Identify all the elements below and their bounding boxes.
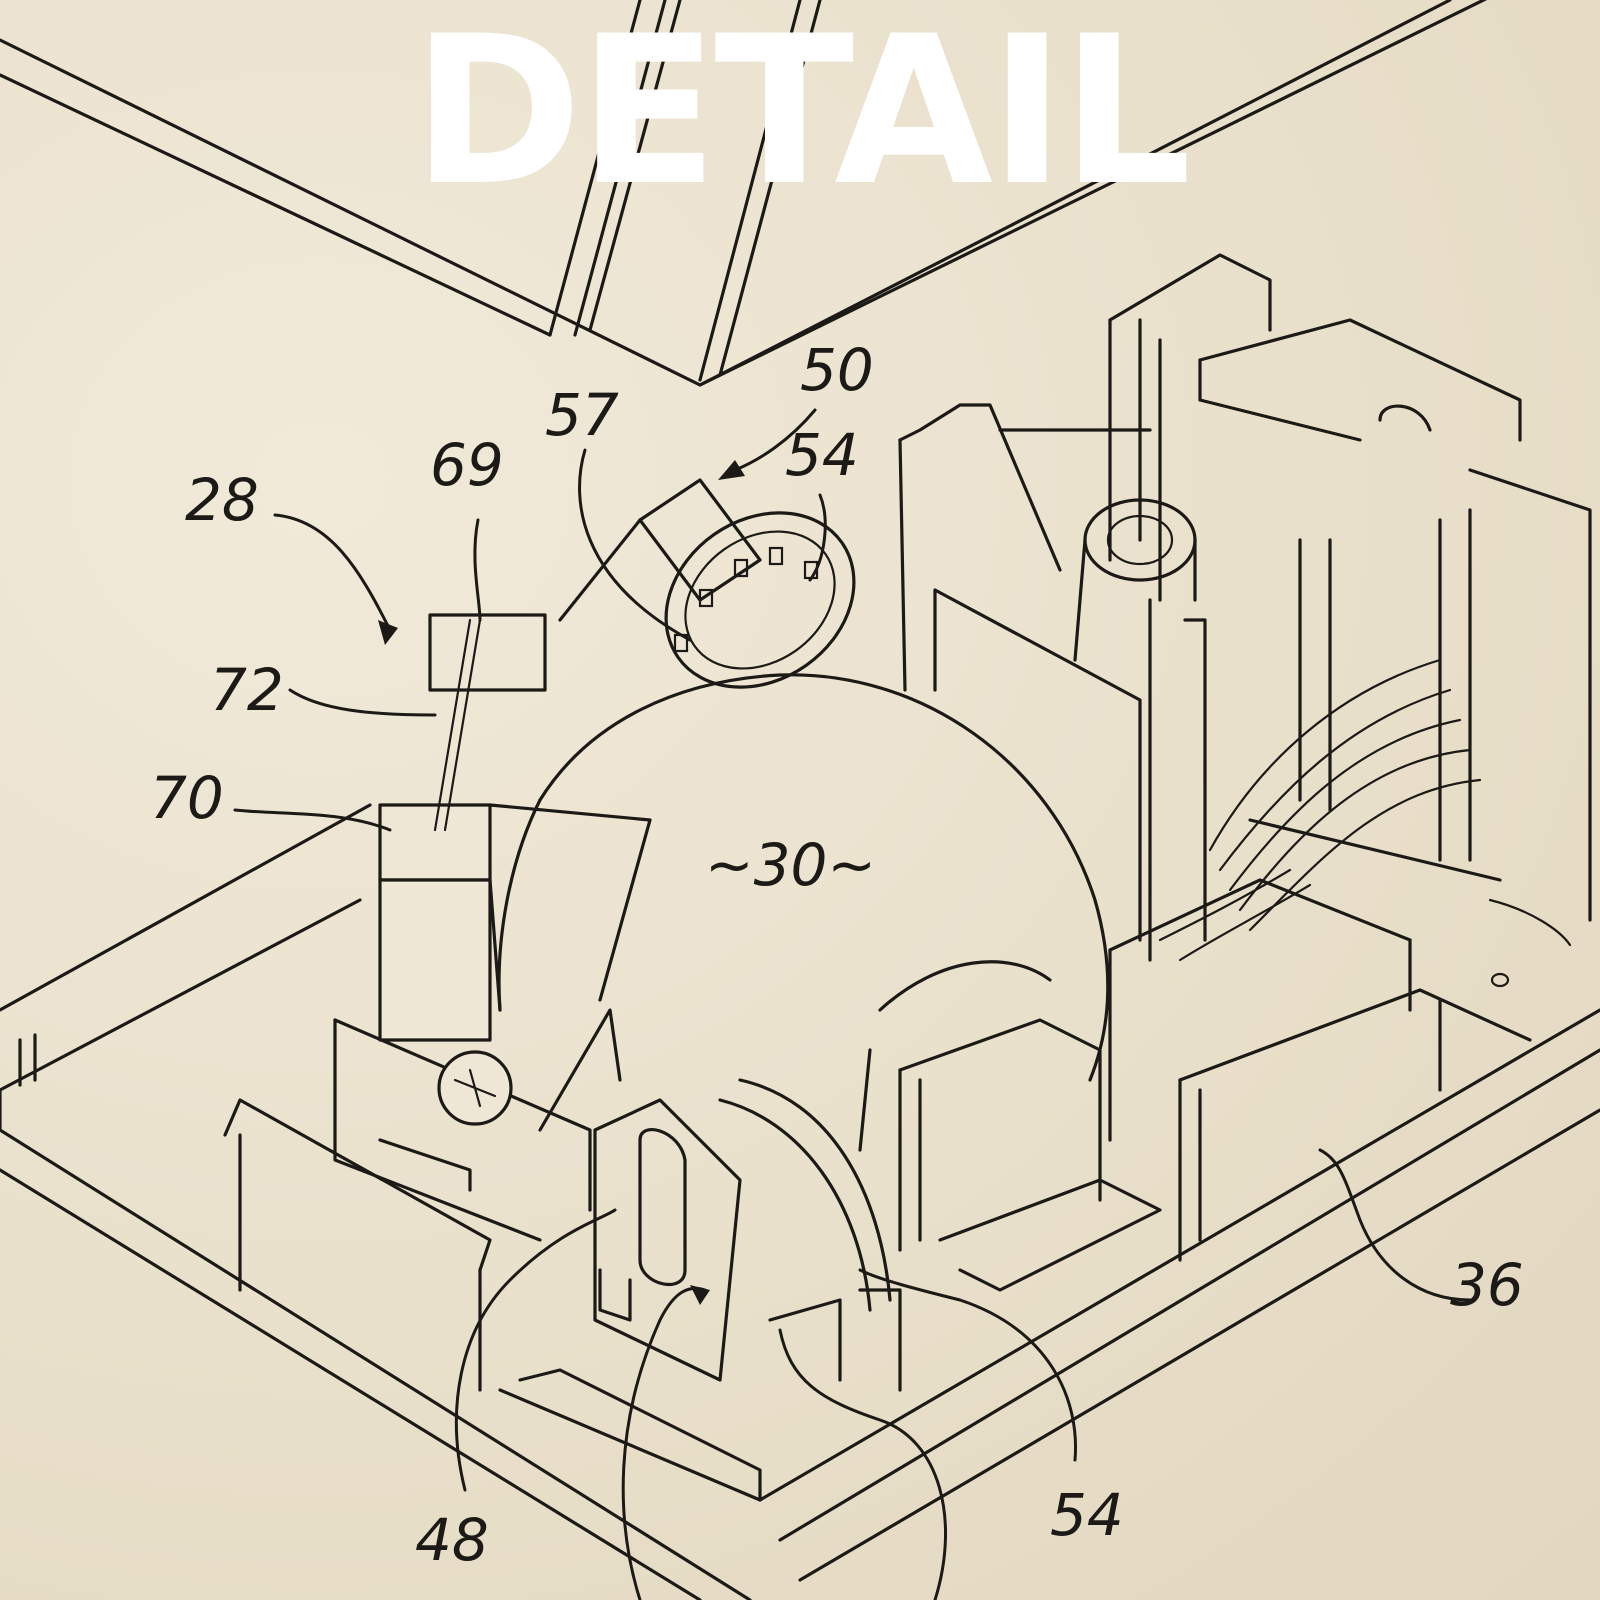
right-housing <box>1198 318 1592 988</box>
callout-69: 69 <box>430 431 504 499</box>
lower-channel <box>898 878 1532 1292</box>
callout-54-top: 54 <box>785 421 859 489</box>
callout-28: 28 <box>185 466 259 534</box>
callout-70: 70 <box>150 764 224 832</box>
callout-36: 36 <box>1450 1251 1524 1319</box>
encoder-wheel <box>558 478 856 689</box>
callout-57: 57 <box>545 381 619 449</box>
callout-50: 50 <box>800 336 874 404</box>
callout-30: ~30~ <box>705 831 876 899</box>
detent-block-assembly <box>333 613 652 1242</box>
callout-72: 72 <box>210 656 284 724</box>
central-walls <box>898 253 1272 962</box>
callout-54-bottom: 54 <box>1050 1481 1124 1549</box>
disc-30 <box>497 673 1110 1152</box>
lid-outline <box>0 0 1488 387</box>
callout-48: 48 <box>415 1506 489 1574</box>
reference-numerals: 28 69 57 50 54 72 70 ~30~ 36 54 48 <box>150 336 1524 1574</box>
front-latch <box>223 1078 902 1502</box>
wire-bundle <box>1158 658 1482 962</box>
detail-title: DETAIL <box>412 0 1192 231</box>
leader-lines <box>233 408 1472 1600</box>
